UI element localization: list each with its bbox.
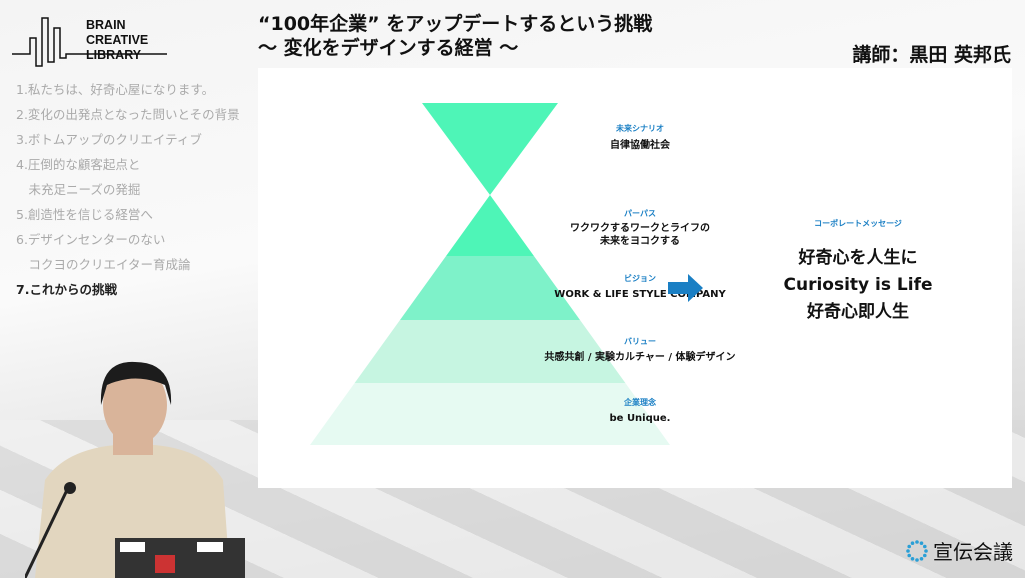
brand-dots-icon — [906, 539, 928, 562]
values-band — [354, 320, 626, 383]
logo-text: LIBRARY — [86, 48, 142, 62]
toc-item: 3.ボトムアップのクリエイティブ — [16, 132, 240, 148]
speaker-video — [25, 361, 245, 578]
toc-item: 4.圧倒的な顧客起点と 未充足ニーズの発掘 — [16, 157, 240, 198]
toc-item-line: コクヨのクリエイター育成論 — [16, 257, 191, 272]
philosophy-band — [310, 383, 670, 445]
toc-item-line: 3.ボトムアップのクリエイティブ — [16, 132, 202, 147]
sendenkaigi-logo: 宣伝会議 — [905, 536, 1013, 565]
page-title: “100年企業” をアップデートするという挑戦～ 変化をデザインする経営 ～ — [258, 13, 653, 59]
toc-item-line: 5.創造性を信じる経営へ — [16, 207, 153, 222]
toc-item-line: 6.デザインセンターのない — [16, 232, 166, 247]
purpose-label: パーパスワクワクするワークとライフの未来をヨコクする — [570, 209, 710, 247]
lecturer-name: 講師：黒田 英邦氏 — [852, 44, 1011, 66]
toc-item-line: 2.変化の出発点となった問いとその背景 — [16, 107, 240, 122]
waveform-icon — [12, 17, 167, 67]
logo-text: BRAIN — [86, 18, 126, 32]
toc-item-line: 1.私たちは、好奇心屋になります。 — [16, 82, 215, 97]
toc-item: 2.変化の出発点となった問いとその背景 — [16, 107, 240, 123]
toc-item: 1.私たちは、好奇心屋になります。 — [16, 82, 240, 98]
logo-text: CREATIVE — [86, 33, 149, 47]
values-label: バリュー共感共創 / 実験カルチャー / 体験デザイン — [544, 337, 736, 363]
slide: 未来シナリオ自律協働社会 パーパスワクワクするワークとライフの未来をヨコクする … — [258, 68, 1012, 488]
toc-item: 5.創造性を信じる経営へ — [16, 207, 240, 223]
toc-item-line: 7.これからの挑戦 — [16, 282, 117, 297]
toc-item-line: 4.圧倒的な顧客起点と — [16, 157, 141, 172]
table-of-contents: 1.私たちは、好奇心屋になります。 2.変化の出発点となった問いとその背景 3.ボト… — [16, 82, 240, 307]
future-triangle — [422, 103, 558, 195]
toc-item: 6.デザインセンターのない コクヨのクリエイター育成論 — [16, 232, 240, 273]
vision-band — [400, 256, 580, 320]
toc-item-line: 未充足ニーズの発掘 — [16, 182, 141, 197]
purpose-band — [446, 195, 534, 256]
pyramid-diagram — [310, 103, 670, 445]
arrow-right-icon — [668, 274, 703, 302]
toc-item: 7.これからの挑戦 — [16, 282, 240, 298]
future-label: 未来シナリオ自律協働社会 — [610, 124, 670, 151]
